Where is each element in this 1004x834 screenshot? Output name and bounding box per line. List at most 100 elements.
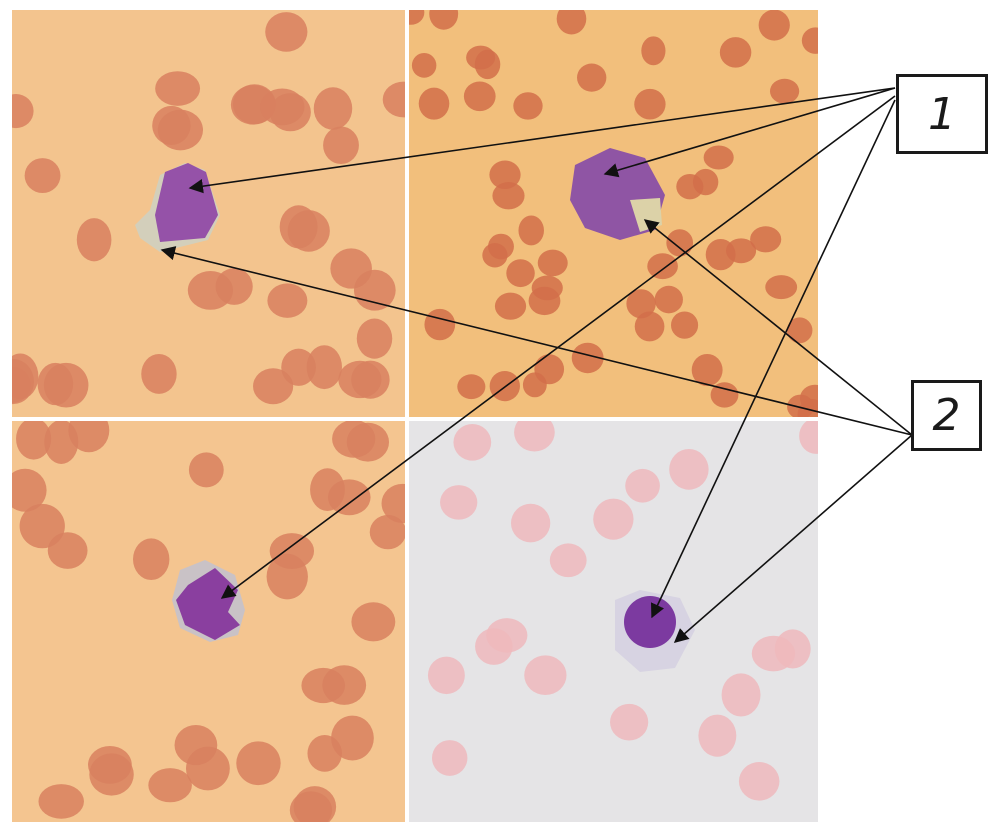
arrow-2-bottom-right [673,434,913,643]
red-blood-cell [738,762,780,801]
red-blood-cell [494,292,527,320]
red-blood-cell [188,452,224,488]
red-blood-cell [765,275,798,300]
red-blood-cell [269,533,315,570]
red-blood-cell [801,27,818,54]
red-blood-cell [641,36,666,66]
panel-top-left [12,10,405,417]
red-blood-cell [669,449,709,490]
red-blood-cell [381,483,405,523]
red-blood-cell [76,218,112,262]
red-blood-cell [710,382,739,408]
red-blood-cell [332,421,376,458]
red-blood-cell [356,318,393,359]
red-blood-cell [769,78,800,104]
red-blood-cell [12,94,34,129]
red-blood-cell [537,249,568,277]
red-blood-cell [409,10,425,25]
red-blood-cell [16,421,52,460]
red-blood-cell [457,374,486,400]
label-2: 2 [911,380,982,451]
red-blood-cell [440,485,478,520]
red-blood-cell [786,317,813,344]
red-blood-cell [259,88,305,126]
red-blood-cell [133,538,170,581]
red-blood-cell [625,468,660,503]
red-blood-cell [185,746,230,791]
red-blood-cell [556,10,587,35]
red-blood-cell [654,285,683,314]
red-blood-cell [610,703,649,741]
red-blood-cell [38,784,84,819]
red-blood-cell [307,734,342,772]
red-blood-cell [19,503,65,549]
arrow-2-top-right [643,219,913,436]
red-blood-cell [338,360,382,399]
red-blood-cell [287,210,330,252]
red-blood-cell [267,283,308,318]
red-blood-cell [626,289,656,319]
arrows [160,87,913,643]
red-blood-cell [506,259,535,288]
red-blood-cell [12,468,47,512]
red-blood-cell [411,52,437,78]
red-blood-cell [670,311,699,339]
red-blood-cell [424,308,456,341]
red-blood-cell [330,248,372,289]
red-blood-cell [726,238,757,264]
label-2-text: 2 [932,390,961,441]
red-blood-cell [510,503,551,543]
red-blood-cell [289,791,333,822]
red-blood-cell [703,145,734,170]
red-blood-cell [577,63,607,92]
red-blood-cell [486,618,528,653]
red-blood-cell [310,468,345,512]
red-blood-cell [721,673,761,717]
red-blood-cell [549,543,587,578]
red-blood-cell [488,233,514,260]
red-blood-cell [799,421,818,454]
red-blood-cell [698,714,737,757]
red-blood-cell [306,345,342,390]
red-blood-cell [313,87,353,130]
red-blood-cell [323,126,359,165]
arrow-1-top-right [603,87,896,178]
red-blood-cell [518,215,544,246]
red-blood-cell [634,311,665,342]
red-blood-cell [351,602,396,642]
red-blood-cell [593,498,634,540]
red-blood-cell [647,253,678,280]
red-blood-cell [322,665,367,705]
red-blood-cell [369,514,405,550]
panel-bottom-right [409,421,818,822]
red-blood-cell [524,655,567,696]
label-1: 1 [896,74,988,154]
red-blood-cell [431,740,468,776]
red-blood-cell [418,87,450,120]
red-blood-cell [514,421,555,452]
red-blood-cell [152,105,191,145]
arrow-1-bottom-right [650,99,896,619]
red-blood-cell [513,92,543,120]
red-blood-cell [236,741,281,786]
red-blood-cell [750,226,782,253]
arrow-1-top-left [188,87,896,194]
red-blood-cell [676,173,704,200]
red-blood-cell [666,229,694,257]
red-blood-cell [492,182,525,210]
red-blood-cell [463,81,496,112]
red-blood-cell [719,37,752,68]
red-blood-cell [148,768,192,803]
red-blood-cell [466,45,496,70]
red-blood-cell [522,372,547,398]
red-blood-cell [37,362,74,406]
arrow-2-top-left [160,246,913,436]
red-blood-cell [787,394,814,417]
red-blood-cell [489,160,521,190]
red-blood-cell [429,10,459,30]
red-blood-cell [331,715,374,761]
red-blood-cell [141,354,177,394]
label-1-text: 1 [928,88,956,140]
red-blood-cell [253,368,294,405]
